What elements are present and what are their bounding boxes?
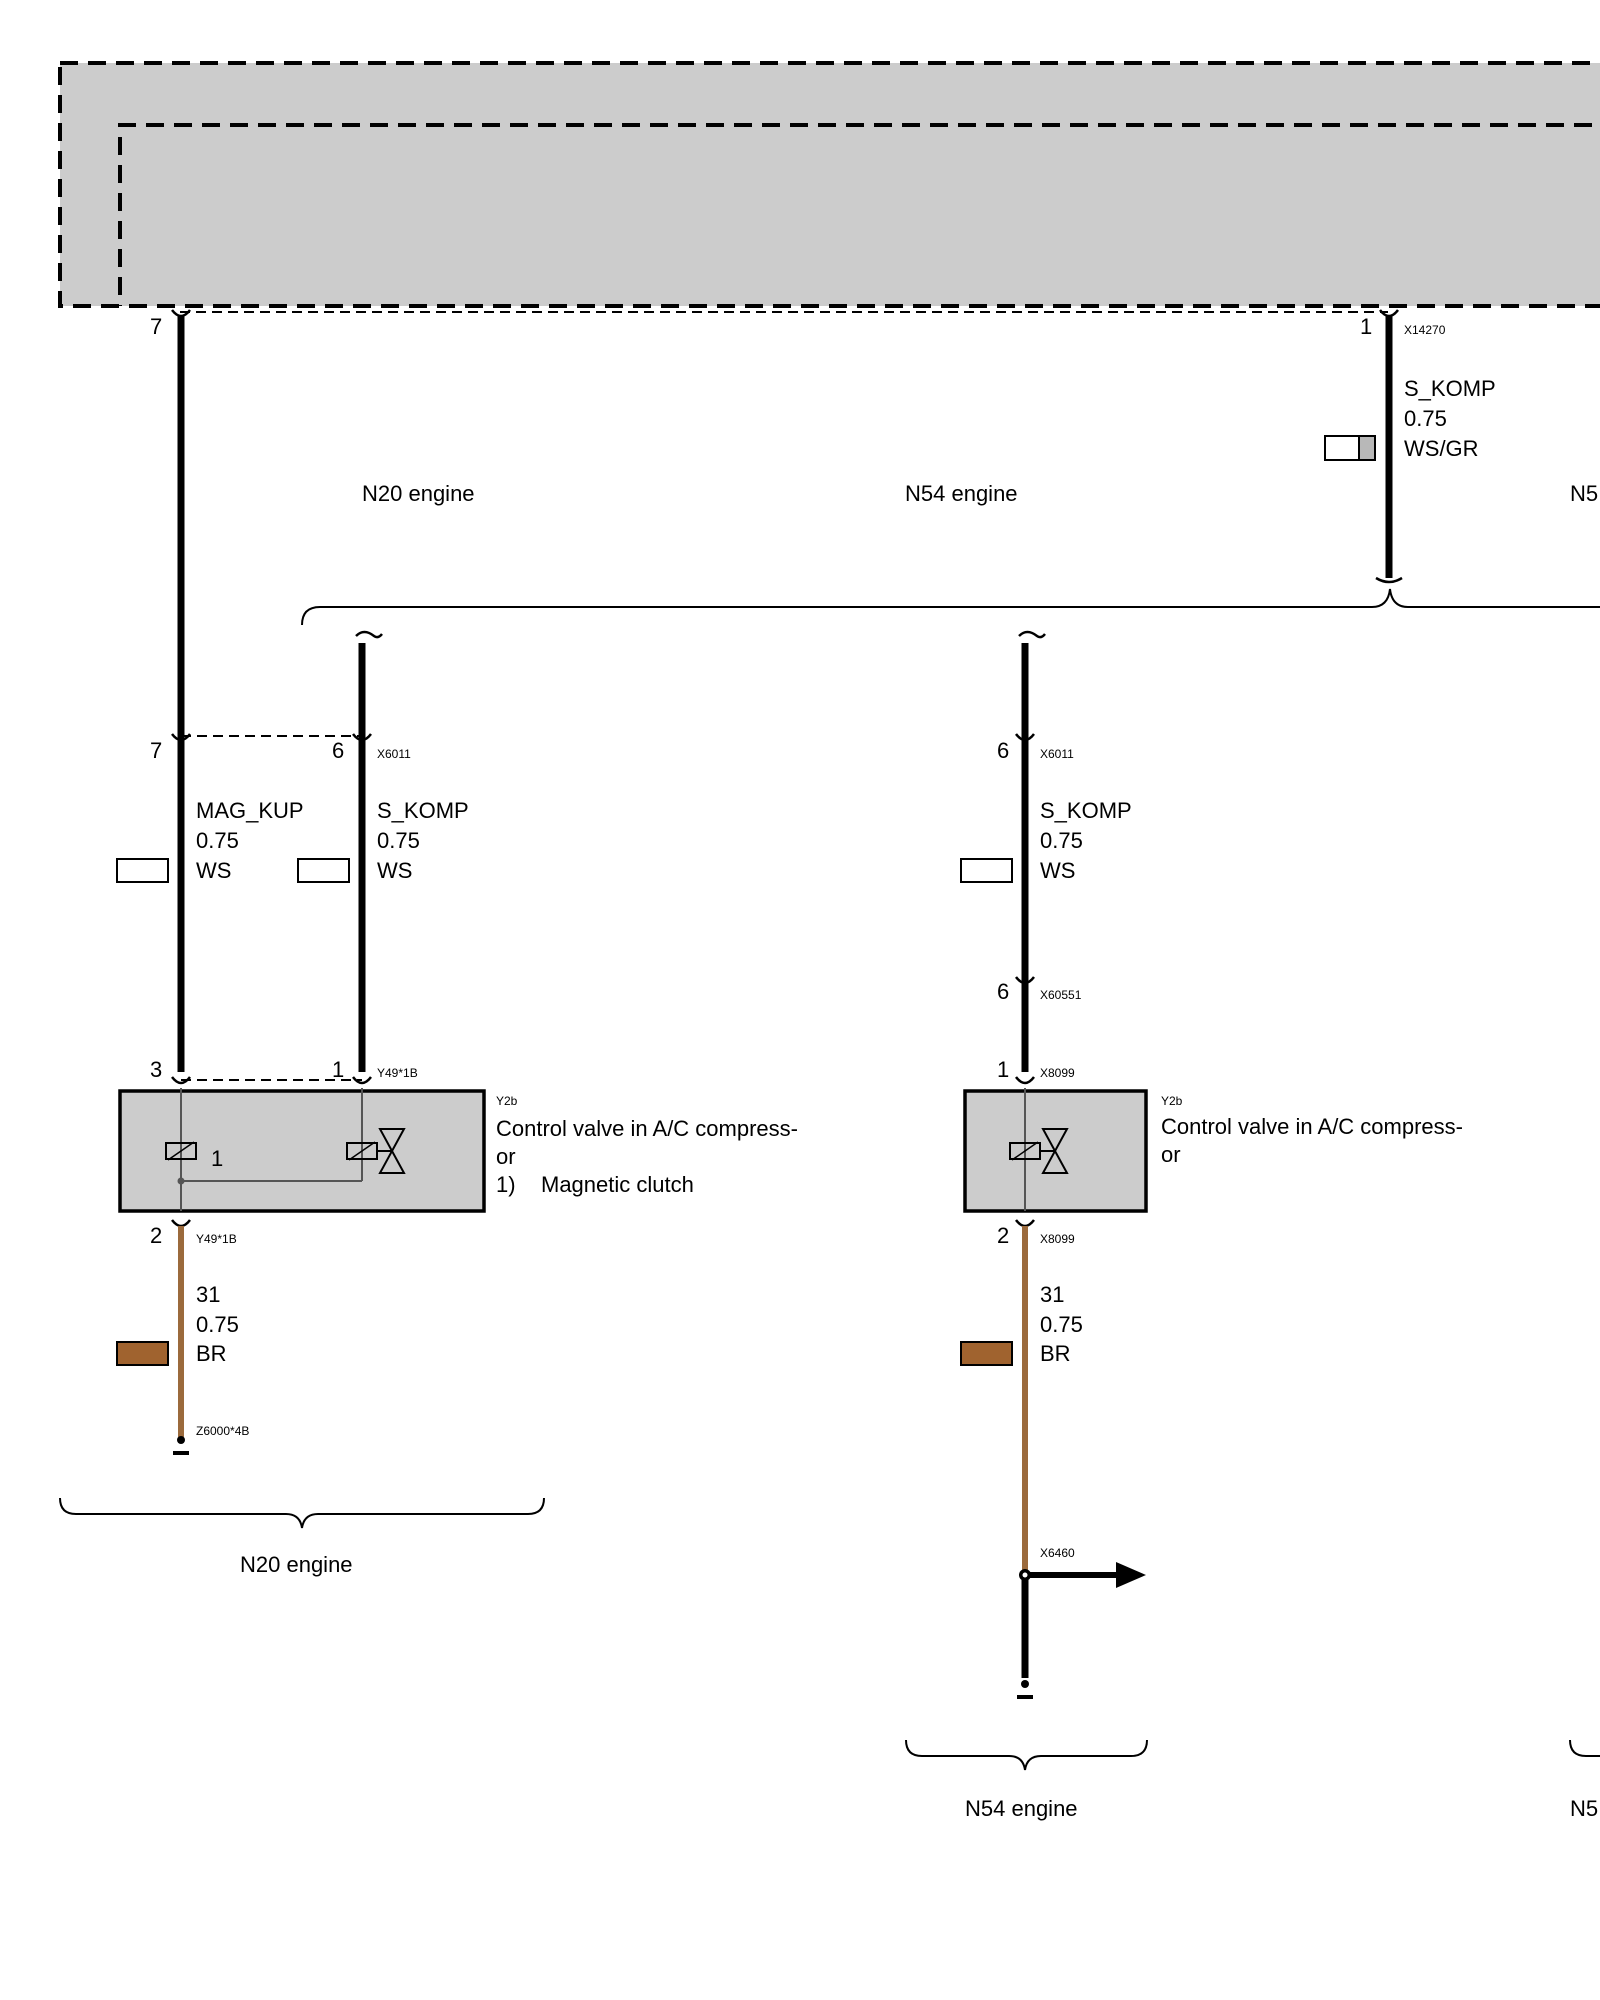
pin-n54-comp-1: 1 [997, 1057, 1009, 1082]
component-desc-n20-line1: Control valve in A/C compress- [496, 1116, 798, 1141]
color-swatch-ws-mag [116, 858, 169, 883]
valve-coil-icon [1009, 1141, 1055, 1161]
wire-n20-skomp-color: WS [377, 858, 412, 883]
pin-top-right: 1 [1360, 314, 1372, 339]
splice-arrow-icon [1019, 1562, 1146, 1588]
connector-x14270: X14270 [1404, 323, 1446, 337]
ground-icon-n54 [1017, 1680, 1033, 1699]
wire-n54-gnd-color: BR [1040, 1341, 1071, 1366]
control-unit-outer [58, 61, 1600, 308]
color-swatch-ws-skomp-n20 [297, 858, 350, 883]
connector-arc-n54-mid [1015, 976, 1035, 985]
component-desc-n54-line2: or [1161, 1142, 1181, 1167]
footnote-text-n20: Magnetic clutch [541, 1172, 694, 1197]
wire-n54-gnd-gauge: 0.75 [1040, 1312, 1083, 1337]
connector-arc-n20-6 [352, 733, 372, 742]
pin-n20-ground: 2 [150, 1223, 162, 1248]
footnote-num-n20: 1) [496, 1172, 516, 1197]
wire-break-n20 [355, 630, 383, 639]
connector-n20-x6011: X6011 [377, 747, 411, 761]
bottom-label-n54: N54 engine [965, 1796, 1078, 1821]
color-swatch-ws-gr [1324, 435, 1376, 461]
component-id-n20: Y2b [496, 1094, 518, 1108]
connector-arc-n20-7 [171, 733, 191, 742]
wire-n20-gnd-color: BR [196, 1341, 227, 1366]
wire-n20-skomp-signal: S_KOMP [377, 798, 469, 823]
wire-n54-skomp-gauge: 0.75 [1040, 828, 1083, 853]
connector-arc-n20-2 [171, 1219, 191, 1228]
ground-ref-n20: Z6000*4B [196, 1424, 249, 1438]
wire-n20-gnd-gauge: 0.75 [196, 1312, 239, 1337]
connector-arc-n54-6 [1015, 733, 1035, 742]
variant-label-n54: N54 engine [905, 481, 1018, 506]
connector-arc-top1 [1379, 309, 1399, 318]
brace-n54 [905, 1739, 1148, 1771]
ground-icon-n20 [173, 1436, 189, 1455]
color-swatch-ws-n54 [960, 858, 1013, 883]
pin-top-left: 7 [150, 314, 162, 339]
wire-n20-skomp-gauge: 0.75 [377, 828, 420, 853]
pin-n54-top: 6 [997, 738, 1009, 763]
splice-ref-n54: X6460 [1040, 1546, 1075, 1560]
wire-top-color: WS/GR [1404, 436, 1479, 461]
connector-arc-n54-2 [1015, 1219, 1035, 1228]
valve-icon [378, 1128, 406, 1174]
color-swatch-br-n20 [116, 1341, 169, 1366]
control-unit-panel [58, 61, 1600, 308]
connector-arc-n20-3 [171, 1076, 191, 1085]
wire-n54-skomp-signal: S_KOMP [1040, 798, 1132, 823]
pin-n20-mag-top: 7 [150, 738, 162, 763]
pin-n54-ground: 2 [997, 1223, 1009, 1248]
bottom-label-n20: N20 engine [240, 1552, 353, 1577]
color-swatch-br-n54 [960, 1341, 1013, 1366]
wire-n20-mag-gauge: 0.75 [196, 828, 239, 853]
wire-n20-gnd-signal: 31 [196, 1282, 220, 1307]
component-id-n54: Y2b [1161, 1094, 1183, 1108]
wire-top-gauge: 0.75 [1404, 406, 1447, 431]
connector-n54-x6011: X6011 [1040, 747, 1074, 761]
connector-n54-x8099-top: X8099 [1040, 1066, 1075, 1080]
valve-icon [1041, 1128, 1069, 1174]
pin-n20-comp-1: 1 [332, 1057, 344, 1082]
connector-n20-y49-bottom: Y49*1B [196, 1232, 237, 1246]
variant-label-n20: N20 engine [362, 481, 475, 506]
wire-n20-mag-color: WS [196, 858, 231, 883]
component-y2b-n20 [118, 1088, 486, 1213]
wire-top-signal: S_KOMP [1404, 376, 1496, 401]
connector-n20-y49-top: Y49*1B [377, 1066, 418, 1080]
connector-n54-x8099-bottom: X8099 [1040, 1232, 1075, 1246]
wire-n54-skomp-color: WS [1040, 858, 1075, 883]
component-desc-n20-line2: or [496, 1144, 516, 1169]
connector-arc-n54-1 [1015, 1076, 1035, 1085]
variant-label-n5x: N5 [1570, 481, 1598, 506]
connector-arc-n20-1 [352, 1076, 372, 1085]
variant-brace [301, 588, 1600, 626]
control-unit-inner-border [118, 123, 1600, 306]
pin-n20-skomp-top: 6 [332, 738, 344, 763]
wire-break-n54 [1018, 630, 1046, 639]
wire-break-top [1375, 576, 1403, 584]
bottom-label-n5x: N5 [1570, 1796, 1598, 1821]
brace-n5x [1569, 1739, 1600, 1757]
coil-ref-n20: 1 [211, 1146, 223, 1171]
wire-n54-gnd-signal: 31 [1040, 1282, 1064, 1307]
component-y2b-n54 [963, 1088, 1148, 1213]
brace-n20 [59, 1497, 545, 1529]
wire-n20-mag-signal: MAG_KUP [196, 798, 304, 823]
coil-icon [165, 1141, 197, 1161]
valve-coil-icon [346, 1141, 392, 1161]
connector-n54-x60551: X60551 [1040, 988, 1082, 1002]
component-desc-n54-line1: Control valve in A/C compress- [1161, 1114, 1463, 1139]
pin-n54-mid: 6 [997, 979, 1009, 1004]
pin-n20-comp-3: 3 [150, 1057, 162, 1082]
